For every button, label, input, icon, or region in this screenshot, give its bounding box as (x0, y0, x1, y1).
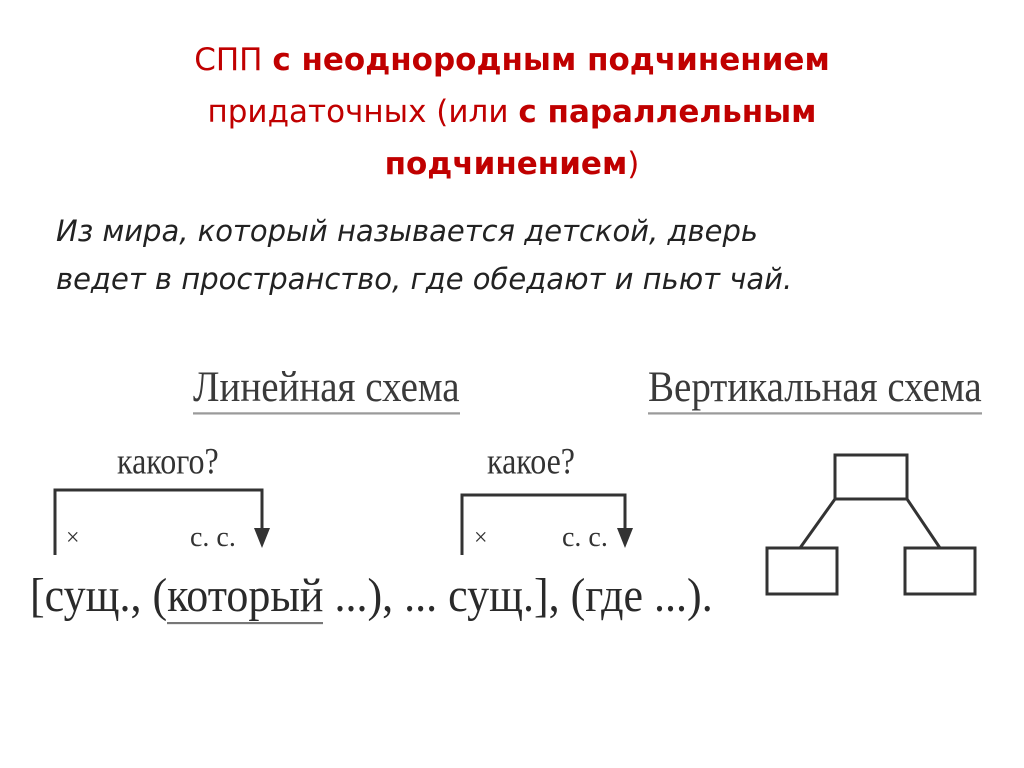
formula-part-1: [сущ., ( (30, 569, 168, 622)
title-part-3: придаточных (или (207, 94, 519, 130)
question-kakoe: какое? (487, 440, 575, 482)
mark-x-2: × (474, 525, 488, 551)
vertical-tree (765, 453, 977, 596)
formula-word-kotoryj: который (167, 569, 324, 625)
mark-cc-2: с. с. (562, 522, 608, 553)
sub-clause-box-1 (765, 546, 839, 596)
sub-clause-box-2 (903, 546, 977, 596)
title-part-2: с неоднородным подчинением (272, 42, 830, 78)
formula-word-gde: где (585, 569, 644, 622)
branch-right (905, 498, 942, 549)
title-part-5: ) (627, 146, 640, 182)
formula-part-5: ...). (643, 569, 713, 622)
branch-left (798, 498, 837, 549)
formula-part-3: ...), ... сущ.], ( (323, 569, 586, 622)
linear-scheme-heading: Линейная схема (193, 363, 460, 415)
example-line-2: ведет в пространство, где обедают и пьют… (56, 262, 793, 296)
question-kakogo: какого? (117, 440, 219, 482)
linear-formula: [сущ., (который ...), ... сущ.], (где ..… (30, 568, 713, 625)
main-clause-box (833, 453, 909, 501)
title-part-1: СПП (194, 42, 273, 78)
vertical-scheme-heading: Вертикальная схема (648, 363, 982, 415)
mark-cc-1: с. с. (190, 522, 236, 553)
example-line-1: Из мира, который называется детской, две… (56, 214, 758, 248)
arrow-head-2 (617, 528, 633, 548)
slide-title: СПП с неоднородным подчинением придаточн… (80, 34, 944, 190)
title-part-4: с параллельным подчинением (384, 94, 817, 182)
arrow-head-1 (254, 528, 270, 548)
example-sentence: Из мира, который называется детской, две… (56, 207, 956, 303)
mark-x-1: × (66, 525, 80, 551)
